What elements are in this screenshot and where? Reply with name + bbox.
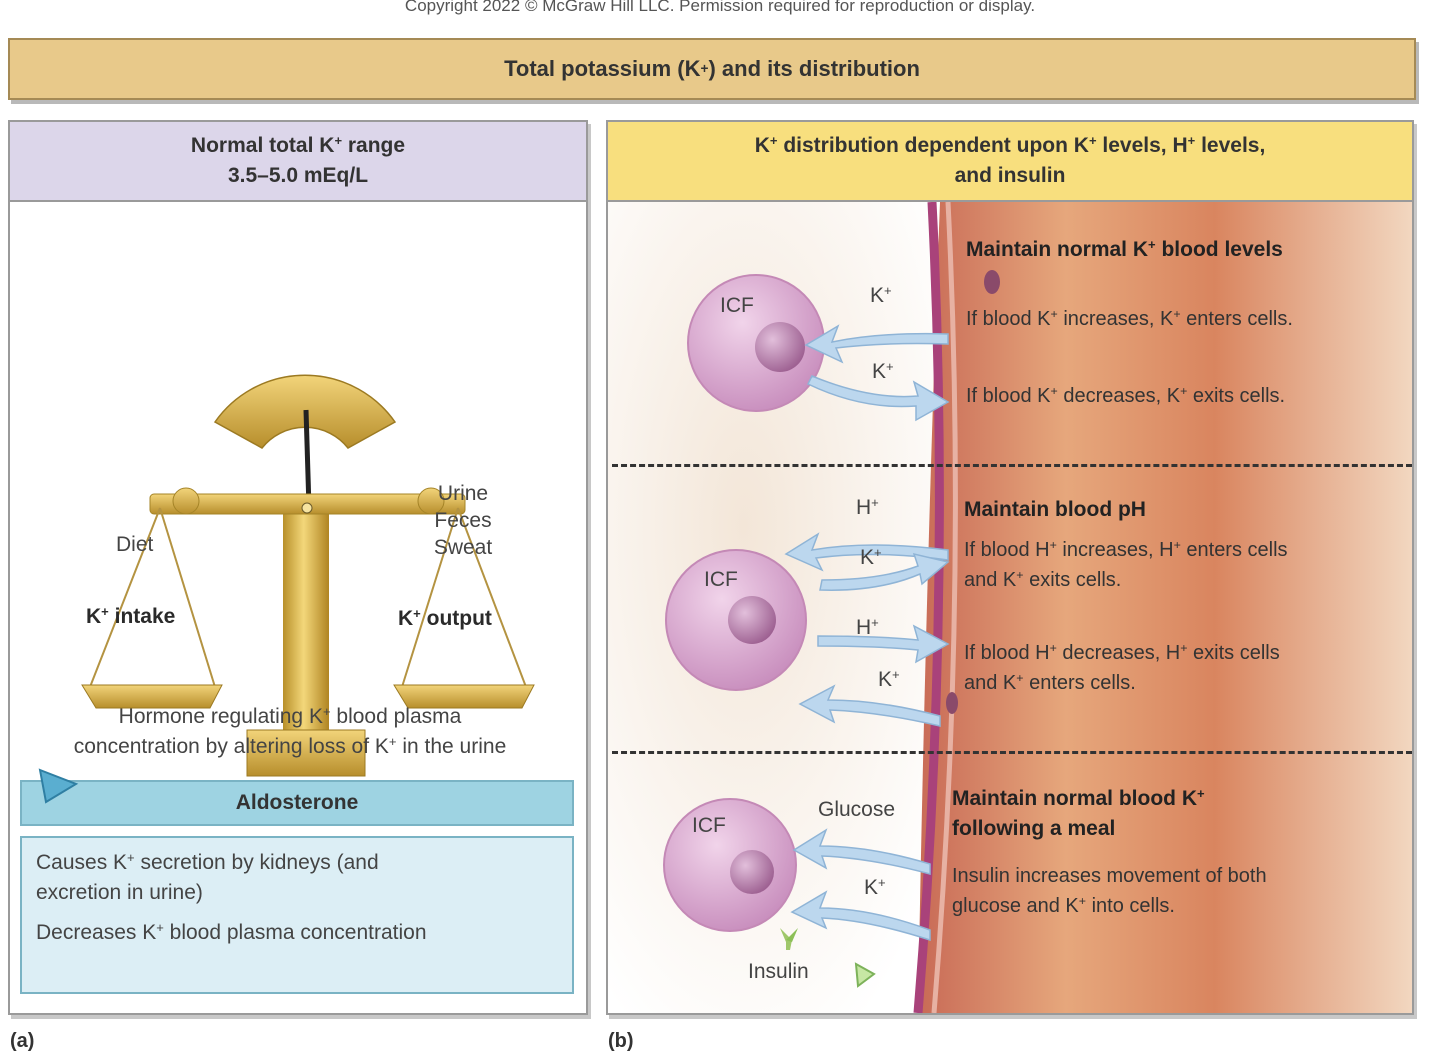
insulin-receptor-icon <box>786 928 798 942</box>
section3-heading: Maintain normal blood K+ following a mea… <box>952 785 1205 840</box>
arrow-k-in <box>804 324 949 364</box>
nucleus-3 <box>730 850 774 894</box>
arrow-glucose-in <box>792 828 931 875</box>
arrow-k-out <box>806 375 950 422</box>
triangle-pointer-icon <box>854 962 876 988</box>
section1-text2: If blood K+ decreases, K+ exits cells. <box>966 384 1286 407</box>
section2-heading: Maintain blood pH <box>964 498 1146 521</box>
panel-b-header: K+ distribution dependent upon K+ levels… <box>608 122 1412 202</box>
left-pan <box>81 684 223 709</box>
triangle-pointer-icon <box>38 768 79 804</box>
right-pan <box>393 684 535 709</box>
arrow-h-out <box>817 624 950 664</box>
section2-text2: If blood H+ decreases, H+ exits cells an… <box>964 641 1280 694</box>
panel-b-letter: (b) <box>608 1030 634 1052</box>
insulin-receptor-icon <box>780 928 792 950</box>
arrow-k-out-ph <box>819 552 950 591</box>
ion-h-label: H+ <box>856 494 879 519</box>
distribution-illustration <box>608 202 1412 1013</box>
section-divider <box>612 751 1412 754</box>
ion-k-label: K+ <box>878 666 900 691</box>
ion-h-label: H+ <box>856 614 879 639</box>
icf-label-1: ICF <box>720 294 754 317</box>
icf-label-3: ICF <box>692 814 726 837</box>
left-pan-label: Diet <box>116 533 154 556</box>
section-divider <box>612 464 1412 467</box>
arrow-h-in <box>784 532 949 572</box>
normal-range-value: 3.5–5.0 mEq/L <box>227 164 369 187</box>
intake-label: K+ intake <box>86 603 176 628</box>
normal-range-label: Normal total K+ range <box>190 132 406 157</box>
balance-scale <box>81 374 535 777</box>
ion-k-label: K+ <box>872 358 894 383</box>
ion-k-label: K+ <box>860 544 882 569</box>
section1-heading: Maintain normal K+ blood levels <box>966 236 1283 261</box>
cell-3 <box>663 798 797 932</box>
nucleus-1 <box>755 322 805 372</box>
output-label: K+ output <box>398 605 492 630</box>
panel-a-header: Normal total K+ range 3.5–5.0 mEq/L <box>10 122 586 202</box>
vessel-wall <box>913 202 944 1013</box>
arrow-k-in-ph <box>798 684 941 727</box>
icf-label-2: ICF <box>704 568 738 591</box>
hormone-description: Hormone regulating K+ blood plasma conce… <box>73 703 507 758</box>
scale-base <box>246 729 366 777</box>
aldosterone-bar: Aldosterone <box>20 780 574 826</box>
right-pan-label: Urine Feces Sweat <box>433 482 493 559</box>
section1-text1: If blood K+ increases, K+ enters cells. <box>966 307 1293 330</box>
glucose-label: Glucose <box>818 798 896 821</box>
section3-text: Insulin increases movement of both gluco… <box>952 865 1267 917</box>
arrow-k-in-meal <box>790 890 931 942</box>
ion-k-label: K+ <box>870 282 892 307</box>
effect-decrease: Decreases K+ blood plasma concentration <box>36 919 427 944</box>
figure-title: Total potassium (K+) and its distributio… <box>8 38 1416 100</box>
copyright-notice: Copyright 2022 © McGraw Hill LLC. Permis… <box>404 0 1036 15</box>
scale-post <box>283 514 329 732</box>
ion-k-label: K+ <box>864 874 886 899</box>
panel-a-letter: (a) <box>10 1030 35 1052</box>
blood-vessel <box>918 202 1412 1013</box>
scale-needle <box>303 409 312 509</box>
insulin-label: Insulin <box>748 960 809 983</box>
section2-text1: If blood H+ increases, H+ enters cells a… <box>964 538 1288 591</box>
nucleus-2 <box>728 596 776 644</box>
